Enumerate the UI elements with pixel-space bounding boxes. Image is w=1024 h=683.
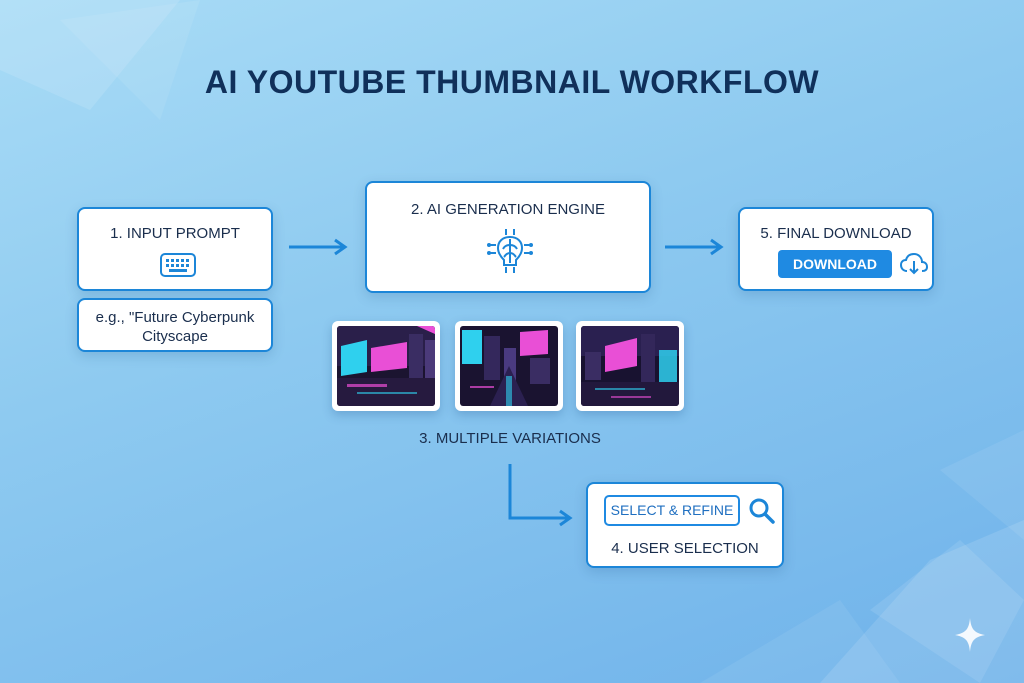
sparkle-icon: [955, 618, 985, 652]
user-selection-label: 4. USER SELECTION: [611, 540, 759, 557]
final-download-label: 5. FINAL DOWNLOAD: [760, 225, 912, 242]
download-button[interactable]: DOWNLOAD: [778, 250, 892, 278]
example-prompt-line-2: Cityscape: [142, 328, 208, 345]
arrow-variations-to-selection: [508, 464, 573, 527]
cloud-download-icon[interactable]: [900, 253, 928, 275]
final-download-box: 5. FINAL DOWNLOAD DOWNLOAD: [738, 207, 934, 291]
ai-brain-chip-icon: [487, 229, 533, 273]
magnifier-icon[interactable]: [748, 497, 776, 525]
variation-thumbnail-1[interactable]: [332, 321, 440, 411]
cyberpunk-image-2: [460, 326, 558, 406]
page-title: AI YOUTUBE THUMBNAIL WORKFLOW: [204, 64, 820, 100]
keyboard-icon: [160, 253, 196, 277]
variation-thumbnail-2[interactable]: [455, 321, 563, 411]
input-prompt-label: 1. INPUT PROMPT: [110, 225, 240, 242]
example-prompt-line-1: e.g., "Future Cyberpunk: [95, 309, 255, 326]
input-prompt-box[interactable]: 1. INPUT PROMPT: [77, 207, 273, 291]
arrow-input-to-engine: [289, 238, 348, 256]
user-selection-box: SELECT & REFINE 4. USER SELECTION: [586, 482, 784, 568]
multiple-variations-label: 3. MULTIPLE VARIATIONS: [419, 430, 601, 447]
cyberpunk-image-1: [337, 326, 435, 406]
variation-thumbnail-3[interactable]: [576, 321, 684, 411]
example-prompt-box: e.g., "Future Cyberpunk Cityscape: [77, 298, 273, 352]
ai-engine-box: 2. AI GENERATION ENGINE: [365, 181, 651, 293]
arrow-engine-to-download: [665, 238, 724, 256]
cyberpunk-image-3: [581, 326, 679, 406]
select-refine-button[interactable]: SELECT & REFINE: [604, 495, 740, 526]
ai-engine-label: 2. AI GENERATION ENGINE: [411, 201, 605, 218]
